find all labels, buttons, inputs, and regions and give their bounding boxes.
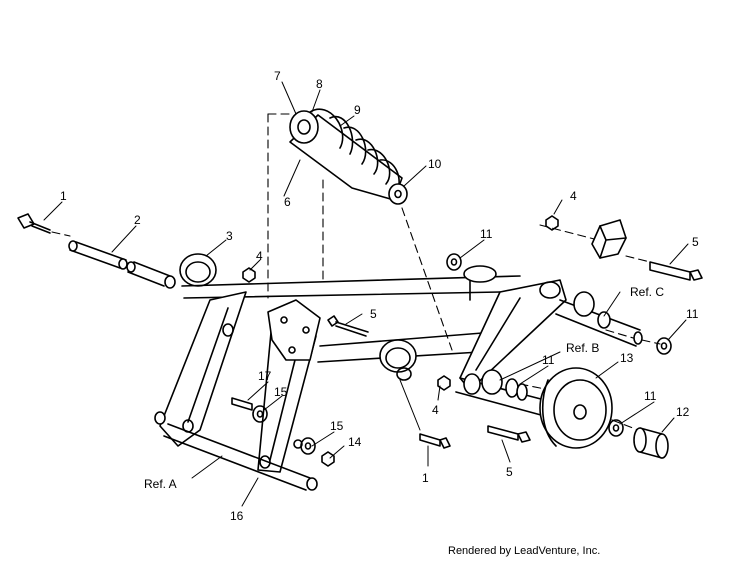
washers <box>242 215 672 467</box>
footer-credit: Rendered by LeadVenture, Inc. <box>448 545 601 557</box>
callout-11: 11 <box>542 353 555 367</box>
callout-4: 4 <box>432 403 439 417</box>
tube <box>68 240 176 289</box>
left-arm <box>154 291 321 491</box>
callout-4: 4 <box>570 189 577 203</box>
pivot-block <box>591 219 627 259</box>
callout-1: 1 <box>422 471 429 485</box>
callout-6: 6 <box>284 195 291 209</box>
right-arm <box>459 279 643 391</box>
callout-1: 1 <box>60 189 67 203</box>
callout-5: 5 <box>692 235 699 249</box>
reference-labels: Ref. A Ref. B Ref. C <box>144 285 664 491</box>
callout-16: 16 <box>230 509 244 523</box>
callout-17: 17 <box>258 369 272 383</box>
callout-3: 3 <box>226 229 233 243</box>
bolts <box>231 261 703 449</box>
callout-15: 15 <box>330 419 344 433</box>
shock-absorber <box>289 108 408 205</box>
ref-a-label: Ref. A <box>144 477 177 491</box>
callout-13: 13 <box>620 351 634 365</box>
callout-14: 14 <box>348 435 362 449</box>
callout-15: 15 <box>274 385 288 399</box>
callout-5: 5 <box>506 465 513 479</box>
idler-wheel <box>539 367 613 449</box>
callouts: 1 2 3 4 5 6 7 8 9 10 11 4 5 11 11 13 11 … <box>60 69 699 523</box>
callout-2: 2 <box>134 213 141 227</box>
left-bolt <box>17 213 51 234</box>
callout-11: 11 <box>480 227 493 241</box>
spacer <box>633 427 669 459</box>
bushing <box>179 253 217 287</box>
ref-c-label: Ref. C <box>630 285 664 299</box>
callout-8: 8 <box>316 77 323 91</box>
middle-bushing <box>379 339 417 381</box>
callout-7: 7 <box>274 69 281 83</box>
callout-12: 12 <box>676 405 690 419</box>
ref-b-label: Ref. B <box>566 341 599 355</box>
callout-11: 11 <box>644 389 657 403</box>
callout-4: 4 <box>256 249 263 263</box>
callout-9: 9 <box>354 103 361 117</box>
callout-5: 5 <box>370 307 377 321</box>
callout-10: 10 <box>428 157 442 171</box>
leader-lines <box>43 81 689 507</box>
callout-11: 11 <box>686 307 699 321</box>
